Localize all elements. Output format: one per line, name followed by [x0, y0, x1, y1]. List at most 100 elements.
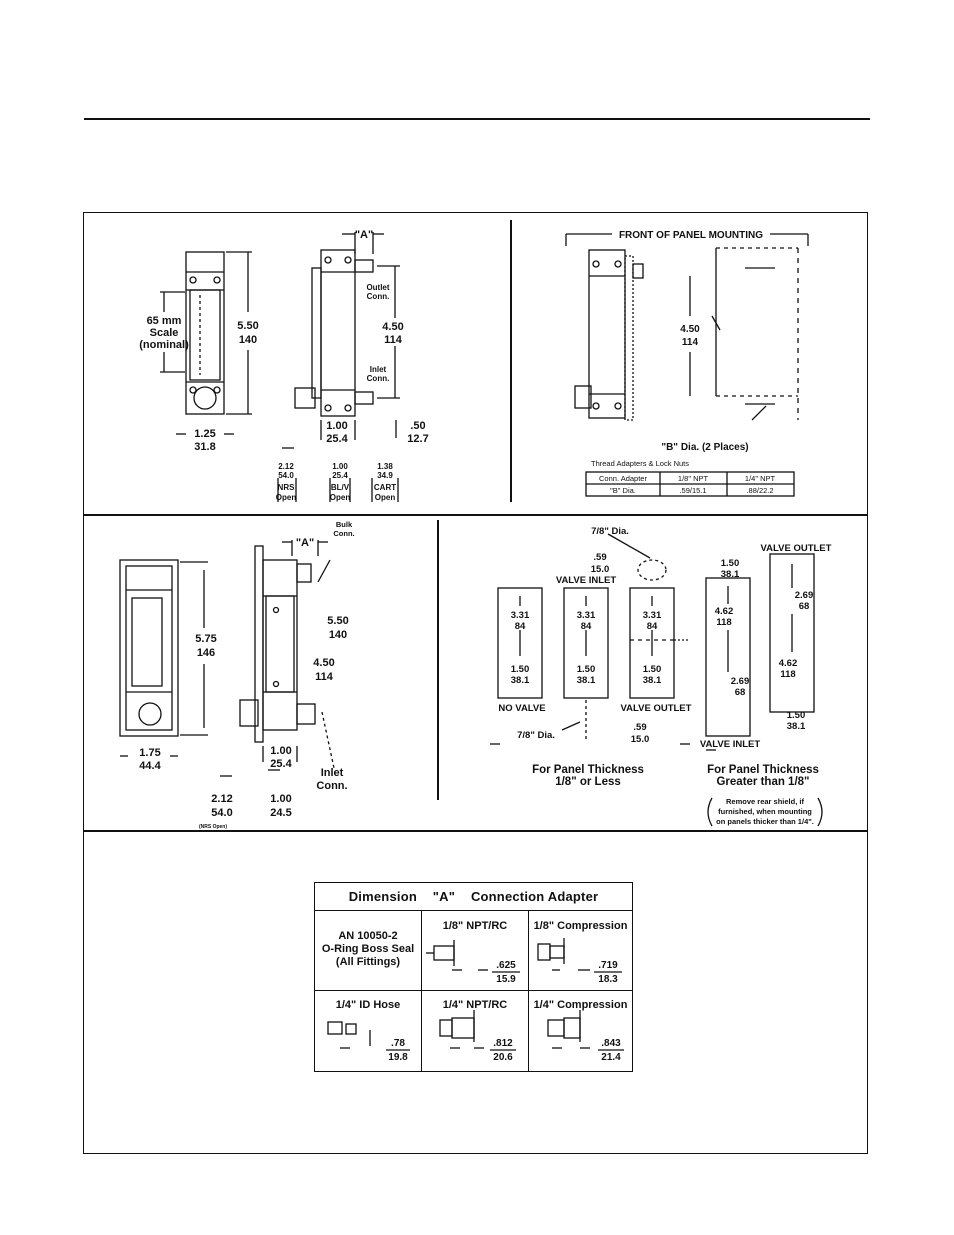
p1-outlet-1: Outlet: [366, 283, 389, 292]
p3-bulk-2: Conn.: [333, 529, 354, 538]
connection-adapter-table: Dimension "A" Connection Adapter AN 1005…: [314, 882, 633, 1072]
adapter-cell-18comp: 1/8" Compression: [529, 910, 632, 991]
p4-valve-outlet-2: VALVE OUTLET: [621, 703, 692, 714]
p2-td-2: .59/15.1: [679, 486, 706, 495]
p4-dia-top: 7/8" Dia.: [591, 526, 629, 537]
p2-hole-note: "B" Dia. (2 Places): [661, 442, 748, 453]
p4-c5-w-mm: 38.1: [787, 721, 806, 732]
row-divider-2: [83, 830, 868, 832]
p2-th-2: 1/8" NPT: [678, 474, 709, 483]
p4-valve-inlet: VALVE INLET: [556, 575, 617, 586]
p4-note-1: Remove rear shield, if: [726, 797, 804, 806]
p3-inlet-2: Conn.: [316, 780, 347, 792]
p2-th-3: 1/4" NPT: [745, 474, 776, 483]
p4-dia-bottom: 7/8" Dia.: [517, 730, 555, 741]
adapter-18npt-in: .625: [496, 960, 516, 971]
header-rule: [84, 118, 870, 120]
p1-height-in: 5.50: [237, 320, 258, 332]
adapter-title-part-1: Dimension: [348, 889, 417, 904]
p2-conn-mm: 114: [682, 337, 699, 348]
p4-offset-mm: 15.0: [591, 564, 610, 575]
p4-c2-h-mm: 84: [581, 621, 592, 632]
p3-conn-mm: 114: [315, 671, 334, 683]
p4-c1-h-in: 3.31: [511, 610, 530, 621]
p1-conn-in: 4.50: [382, 321, 403, 333]
p4-caption-left-1: For Panel Thickness: [532, 764, 644, 776]
p3-bottom-b-mm: 24.5: [270, 807, 291, 819]
p1-width-in: 1.25: [194, 428, 215, 440]
p4-c4-h-in: 4.62: [715, 606, 734, 617]
p1-depth-mm: 25.4: [326, 433, 348, 445]
p4-c4-mid-mm: 68: [735, 687, 746, 698]
p4-c4-h-mm: 118: [716, 617, 731, 628]
drawing-frame: [83, 212, 868, 1154]
p3-height-mm: 146: [197, 647, 215, 659]
p1-opt2-state: Open: [330, 493, 351, 502]
p1-dim-a: "A": [355, 229, 373, 241]
p4-note-2: furnished, when mounting: [718, 807, 812, 816]
p4-caption-right-2: Greater than 1/8": [716, 776, 809, 788]
p4-c4-w-mm: 38.1: [721, 569, 740, 580]
p4-c5-mid-mm: 68: [799, 601, 810, 612]
adapter-14npt-mm: 20.6: [493, 1052, 513, 1063]
p3-dim-a: "A": [296, 537, 314, 549]
p2-conn-in: 4.50: [680, 324, 700, 335]
p1-depth-in: 1.00: [326, 420, 347, 432]
adapter-label-line: O-Ring Boss Seal: [321, 943, 415, 955]
p1-scale-value: 65 mm: [147, 315, 182, 327]
p4-c5-w-in: 1.50: [787, 710, 806, 721]
adapter-title-part-2: "A": [432, 889, 456, 904]
adapter-14comp-mm: 21.4: [601, 1052, 621, 1063]
adapter-label-line: (All Fittings): [335, 956, 401, 968]
p1-opt2-name: BL/V: [331, 483, 350, 492]
p4-valve-outlet: VALVE OUTLET: [761, 543, 832, 554]
p4-offset-mm-2: 15.0: [631, 734, 650, 745]
adapter-label: 1/4" Compression: [533, 999, 628, 1011]
p1-opt3-in: 1.38: [377, 462, 393, 471]
p3-bulk-1: Bulk: [336, 520, 353, 529]
col-divider-2: [437, 520, 439, 800]
p4-c3-w-in: 1.50: [643, 664, 662, 675]
p3-total-mm: 140: [329, 629, 347, 641]
adapter-14npt-in: .812: [493, 1038, 513, 1049]
p2-th-1: Conn. Adapter: [599, 474, 647, 483]
p1-opt1-name: NRS: [278, 483, 296, 492]
p3-conn-in: 4.50: [313, 657, 334, 669]
adapter-title-part-3: Connection Adapter: [470, 889, 599, 904]
p4-c4-w-in: 1.50: [721, 558, 740, 569]
p4-c3-h-mm: 84: [647, 621, 658, 632]
col-divider-1: [510, 220, 512, 502]
p3-tiny-note: (NRS Open): [199, 824, 227, 830]
adapter-label: 1/4" NPT/RC: [442, 999, 508, 1011]
p1-opt2-in: 1.00: [332, 462, 348, 471]
p3-width-in: 1.75: [139, 747, 160, 759]
adapter-table-title: Dimension "A" Connection Adapter: [315, 883, 632, 911]
p1-conn-mm: 114: [384, 334, 403, 346]
adapter-18npt-mm: 15.9: [496, 974, 516, 985]
p4-valve-inlet-2: VALVE INLET: [700, 739, 761, 750]
p4-c4-mid-in: 2.69: [731, 676, 750, 687]
p4-c2-h-in: 3.31: [577, 610, 596, 621]
p1-scale-label: Scale: [150, 327, 179, 339]
p4-offset-in: .59: [593, 552, 606, 563]
p2-td-3: .88/22.2: [746, 486, 773, 495]
p4-c1-h-mm: 84: [515, 621, 526, 632]
p1-opt2-mm: 25.4: [332, 471, 348, 480]
adapter-14comp-in: .843: [601, 1038, 621, 1049]
p4-offset-in-2: .59: [633, 722, 646, 733]
p4-c1-w-in: 1.50: [511, 664, 530, 675]
p3-bottom-b-in: 1.00: [270, 793, 291, 805]
p1-opt3-mm: 34.9: [377, 471, 393, 480]
p4-c1-w-mm: 38.1: [511, 675, 530, 686]
row-divider-1: [83, 514, 868, 516]
p4-no-valve: NO VALVE: [498, 703, 545, 714]
p1-width-mm: 31.8: [194, 441, 215, 453]
p4-caption-left-2: 1/8" or Less: [555, 776, 621, 788]
p4-c2-w-mm: 38.1: [577, 675, 596, 686]
p1-outlet-2: Conn.: [367, 292, 390, 301]
